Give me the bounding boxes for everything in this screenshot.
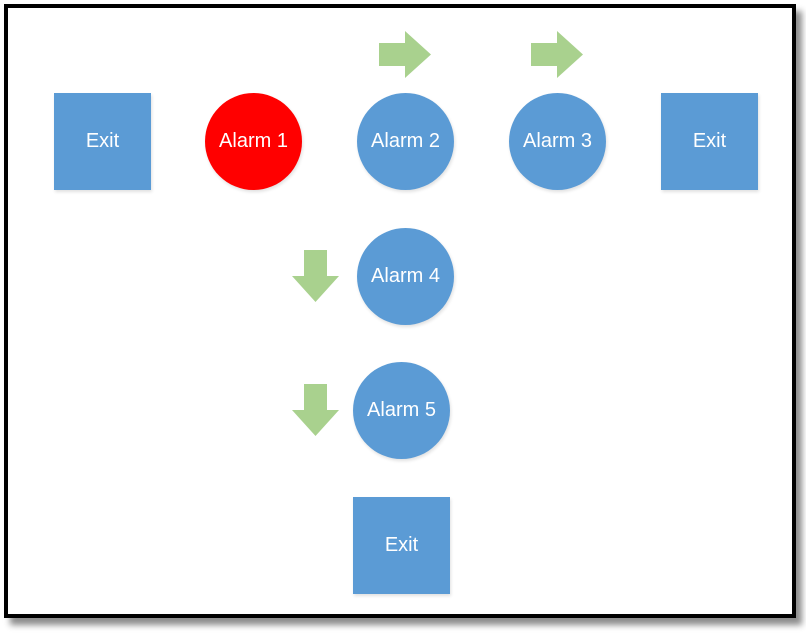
alarm-5-label: Alarm 5 [367, 399, 436, 421]
alarm-4-label: Alarm 4 [371, 265, 440, 287]
alarm-5-node: Alarm 5 [353, 362, 450, 459]
exit-bottom-node: Exit [353, 497, 450, 594]
exit-right-label: Exit [692, 130, 727, 152]
alarm-1-node: Alarm 1 [205, 93, 302, 190]
alarm-3-label: Alarm 3 [523, 130, 592, 152]
alarm-3-node: Alarm 3 [509, 93, 606, 190]
exit-bottom-label: Exit [384, 534, 419, 556]
arrow-right-icon [379, 31, 431, 78]
exit-left-label: Exit [85, 130, 120, 152]
alarm-2-node: Alarm 2 [357, 93, 454, 190]
arrow-down-icon [292, 384, 339, 436]
exit-right-node: Exit [661, 93, 758, 190]
arrow-right-icon [531, 31, 583, 78]
alarm-4-node: Alarm 4 [357, 228, 454, 325]
alarm-1-label: Alarm 1 [219, 130, 288, 152]
exit-left-node: Exit [54, 93, 151, 190]
alarm-2-label: Alarm 2 [371, 130, 440, 152]
arrow-down-icon [292, 250, 339, 302]
